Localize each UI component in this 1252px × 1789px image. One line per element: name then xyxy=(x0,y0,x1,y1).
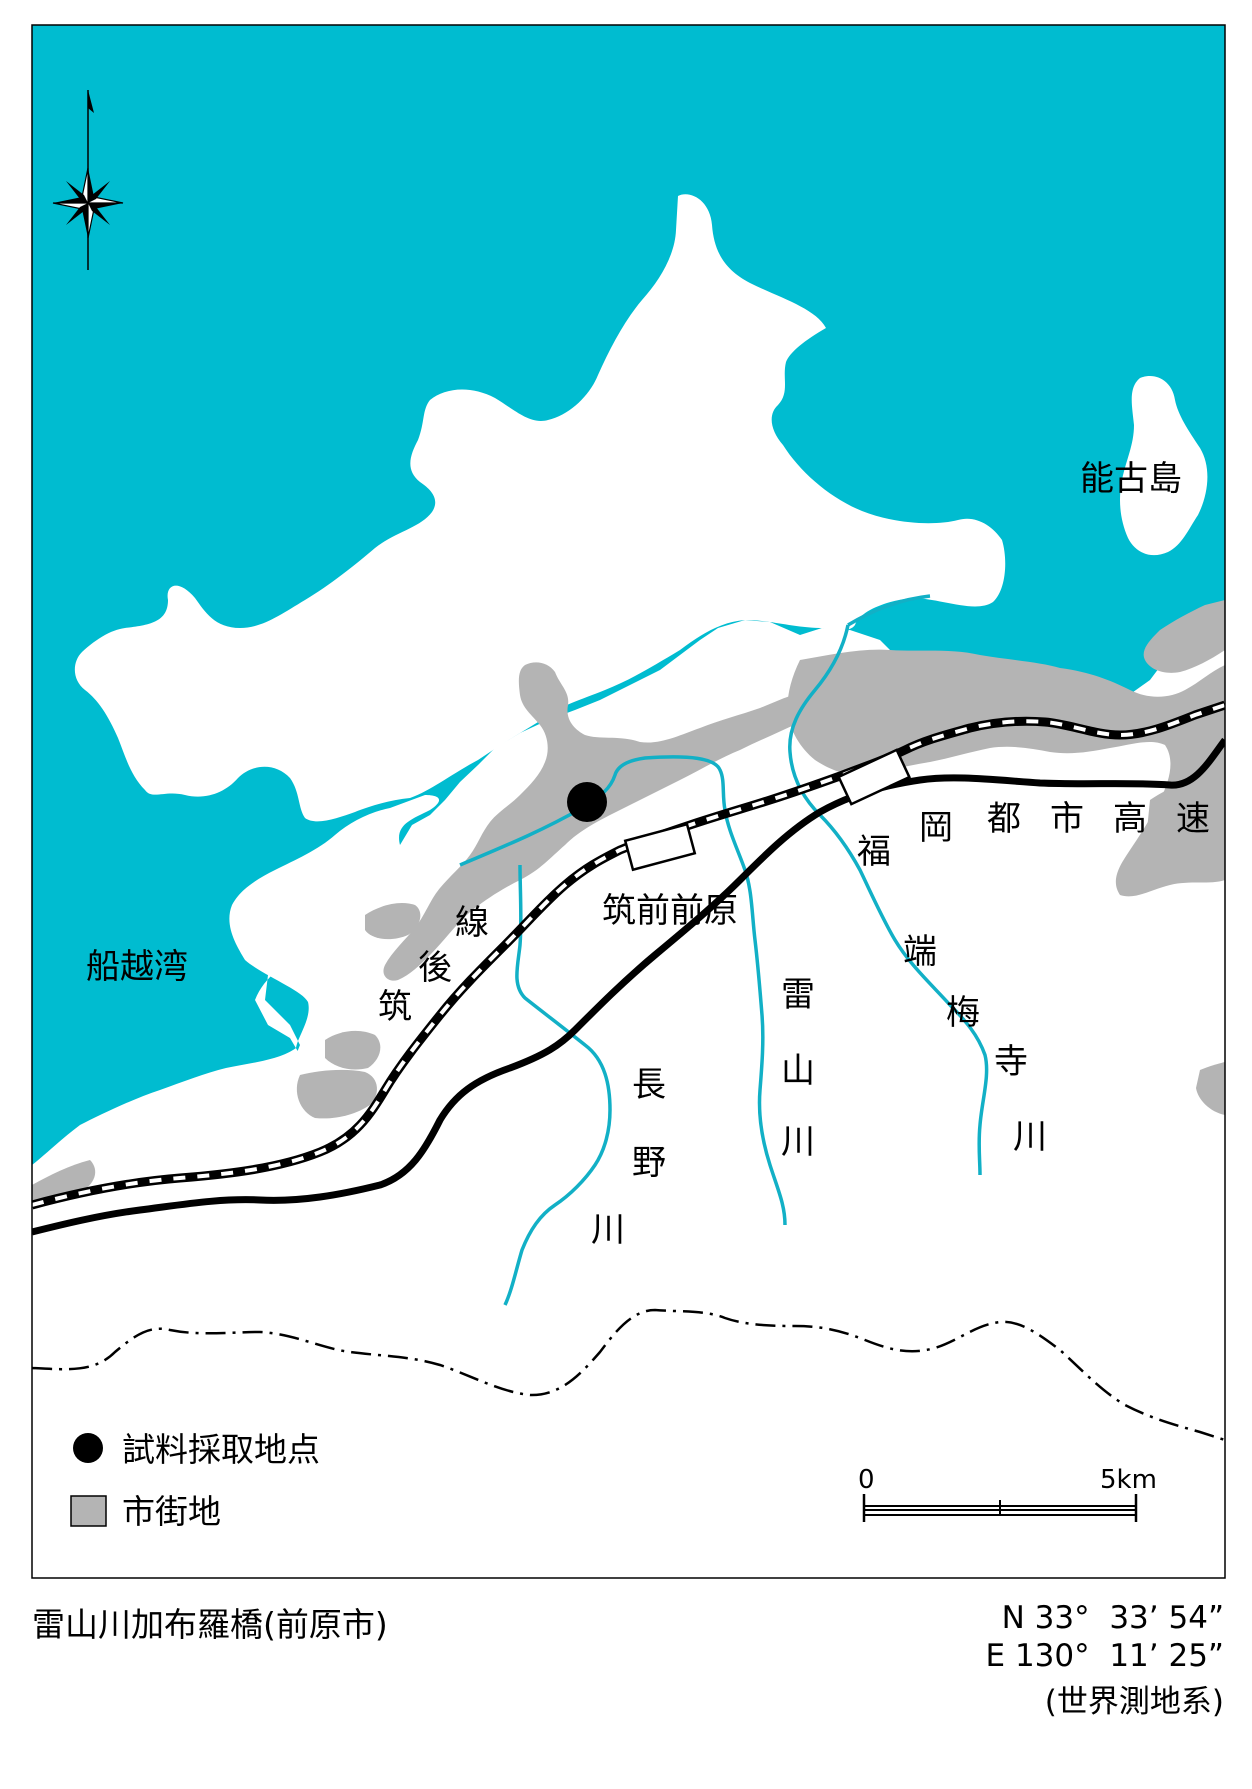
label-river-char: 川 xyxy=(781,1122,815,1162)
label-railway-char: 線 xyxy=(455,903,489,943)
label-river-char: 梅 xyxy=(946,993,980,1033)
river-zuibaijigawa xyxy=(788,624,989,1176)
sample-point-marker xyxy=(567,782,607,822)
urban-swatch-icon xyxy=(70,1495,107,1527)
legend-sample-point-label: 試料採取地点 xyxy=(122,1430,320,1469)
scale-bar: 0 5km xyxy=(858,1465,1157,1522)
station-box-chikuzen-maebaru xyxy=(623,822,697,872)
longitude-readout: E 130° 11’ 25” xyxy=(985,1638,1224,1674)
boundary-line xyxy=(32,1308,1225,1442)
label-river-char: 長 xyxy=(632,1065,666,1105)
label-river-char: 端 xyxy=(903,932,937,972)
peninsula xyxy=(74,194,1006,822)
label-expressway-char: 市 xyxy=(1050,799,1084,839)
urban-areas xyxy=(32,600,1225,1200)
scale-zero-label: 0 xyxy=(858,1465,875,1495)
river-naganogawa xyxy=(459,755,787,1226)
label-river-char: 野 xyxy=(632,1143,666,1183)
label-river-char: 川 xyxy=(591,1210,625,1250)
label-station-chikuzen-maebaru: 筑前前原 xyxy=(602,891,738,931)
label-railway-char: 後 xyxy=(418,948,452,988)
land xyxy=(32,610,1225,1578)
map-frame xyxy=(31,24,1226,1579)
legend: 試料採取地点 市街地 xyxy=(70,1430,320,1531)
label-expressway-char: 速 xyxy=(1176,799,1210,839)
station-markers xyxy=(623,748,912,872)
label-naganogawa: 長 野 川 xyxy=(591,1065,666,1250)
scale-end-label: 5km xyxy=(1100,1465,1157,1495)
river-naganogawa-main xyxy=(503,864,612,1306)
latitude-readout: N 33° 33’ 54” xyxy=(1001,1600,1224,1636)
label-expressway-char: 都 xyxy=(987,799,1021,839)
datum-label: (世界測地系) xyxy=(1044,1684,1224,1720)
label-river-char: 川 xyxy=(1013,1117,1047,1157)
caption-title: 雷山川加布羅橋(前原市) xyxy=(32,1605,388,1644)
label-noko-island: 能古島 xyxy=(1080,459,1182,499)
river-raizangawa-upper xyxy=(847,594,931,627)
label-expressway-char: 福 xyxy=(857,832,891,872)
label-river-char: 山 xyxy=(781,1051,815,1091)
compass-rose-icon xyxy=(52,90,124,270)
label-railway: 筑 後 線 xyxy=(378,903,489,1027)
label-railway-char: 筑 xyxy=(378,987,412,1027)
legend-urban-area-label: 市街地 xyxy=(122,1492,221,1531)
label-raizangawa: 雷 山 川 xyxy=(781,975,815,1162)
noko-island xyxy=(1120,376,1208,556)
label-river-char: 寺 xyxy=(994,1042,1028,1082)
sample-point-icon xyxy=(73,1433,103,1463)
station-box-east xyxy=(836,748,912,806)
railway-line xyxy=(32,700,1225,1210)
label-river-char: 雷 xyxy=(781,975,815,1015)
label-expressway: 福 岡 都 市 高 速 xyxy=(857,799,1210,872)
label-expressway-char: 高 xyxy=(1113,799,1147,839)
rivers xyxy=(459,594,989,1306)
label-expressway-char: 岡 xyxy=(919,808,953,848)
expressway-line xyxy=(32,737,1225,1236)
label-funakoshi-bay: 船越湾 xyxy=(86,947,188,987)
label-zuibaijigawa: 端 梅 寺 川 xyxy=(903,932,1047,1157)
